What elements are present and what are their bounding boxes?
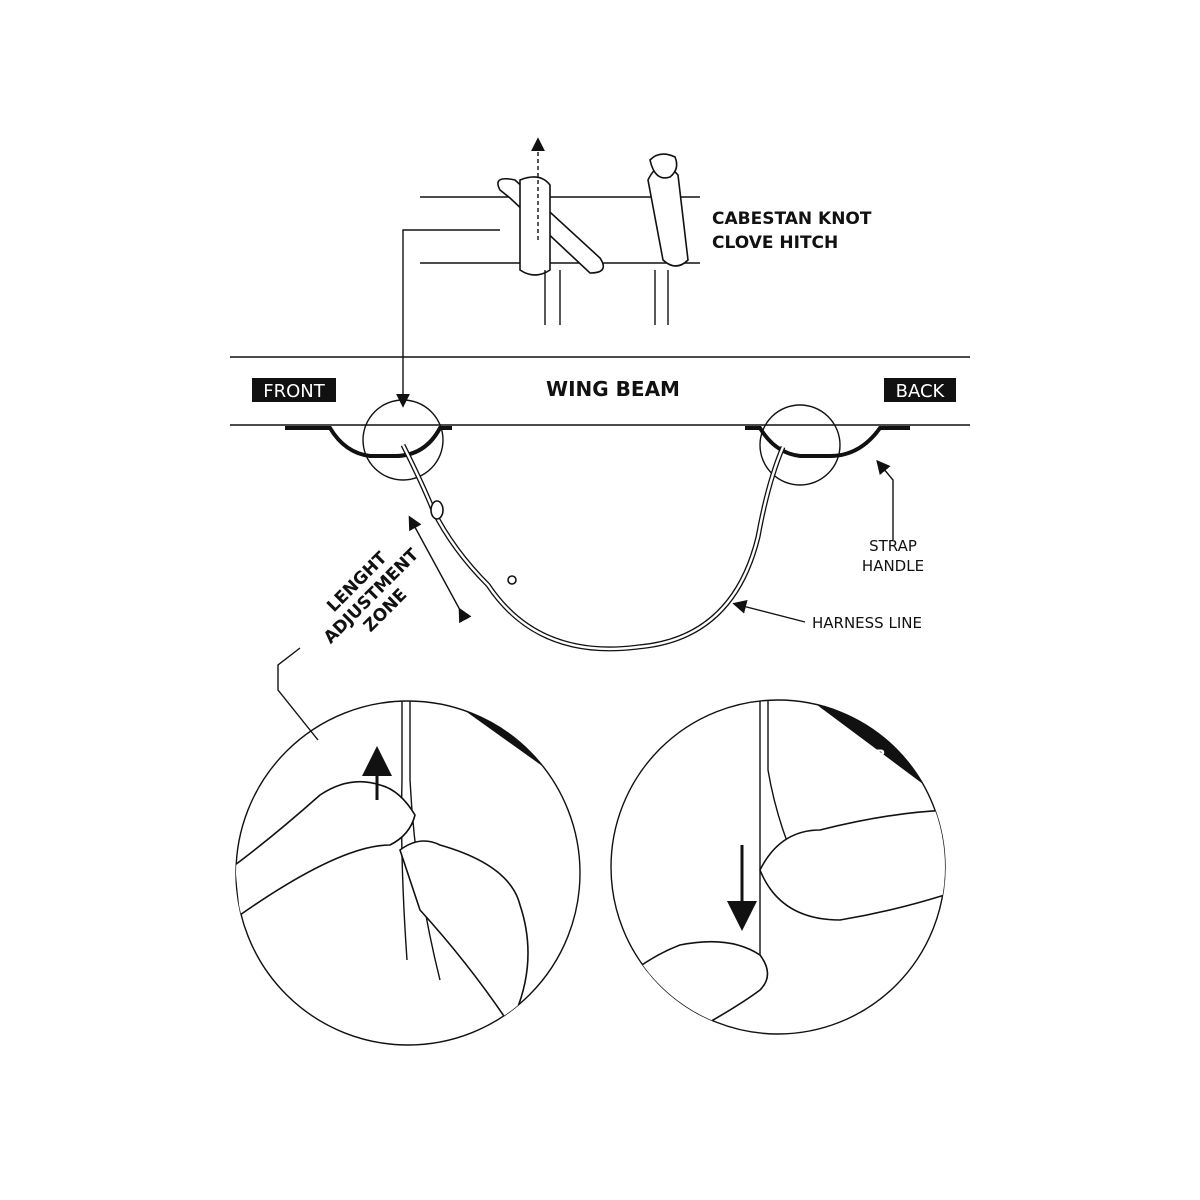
longer-label-line1: LONGER — [449, 750, 519, 766]
shorter-line-detail: SHORTER LINE — [610, 699, 946, 1035]
shorter-label-line1: SHORTER — [806, 748, 887, 764]
back-detail-circle — [759, 404, 841, 486]
longer-line-detail: LONGER LINE — [235, 700, 581, 1046]
cabestan-tail — [544, 270, 561, 325]
back-strap-handle — [745, 426, 910, 458]
right-hand — [399, 840, 529, 1027]
knot-detail: CABESTAN KNOT CLOVE HITCH — [396, 137, 872, 408]
adjustment-zone-arrow — [408, 515, 472, 624]
shorter-label-line2: LINE — [806, 768, 845, 784]
line-end-knot — [507, 575, 517, 585]
knot-label-line2: CLOVE HITCH — [712, 233, 838, 253]
back-tag-bg — [884, 378, 956, 402]
back-tag: BACK — [896, 381, 946, 402]
harness-line — [401, 444, 785, 651]
strap-label-line2: HANDLE — [862, 557, 924, 575]
clove-hitch-wrap — [647, 165, 689, 267]
clove-hitch-knot — [649, 153, 678, 179]
upper-hand — [759, 809, 945, 921]
front-detail-circle — [362, 399, 444, 481]
knot-callout-arrow — [396, 229, 500, 408]
lower-hand — [611, 940, 769, 1034]
front-strap-handle — [285, 426, 452, 458]
knot-label-line1: CABESTAN KNOT — [712, 209, 872, 229]
harness-callout-arrow — [732, 600, 806, 623]
clove-hitch-tail — [654, 270, 669, 325]
zone-callout-line — [277, 647, 319, 741]
front-tag-bg — [252, 378, 336, 402]
wing-beam: FRONT WING BEAM BACK — [230, 356, 970, 426]
strap-label-line1: STRAP — [869, 537, 917, 555]
longer-rope-strand — [409, 701, 441, 981]
adjustment-loop — [430, 500, 444, 520]
harness-line-label: HARNESS LINE — [812, 614, 922, 632]
front-tag: FRONT — [263, 381, 325, 402]
cabestan-wrap — [519, 176, 551, 276]
wing-beam-title: WING BEAM — [546, 377, 680, 401]
strap-callout-arrow — [876, 459, 894, 540]
zone-label: LENGHT ADJUSTMENT ZONE — [320, 545, 423, 648]
longer-label-line2: LINE — [449, 770, 488, 786]
harness-line-outer — [400, 443, 786, 652]
left-hand — [236, 780, 416, 916]
